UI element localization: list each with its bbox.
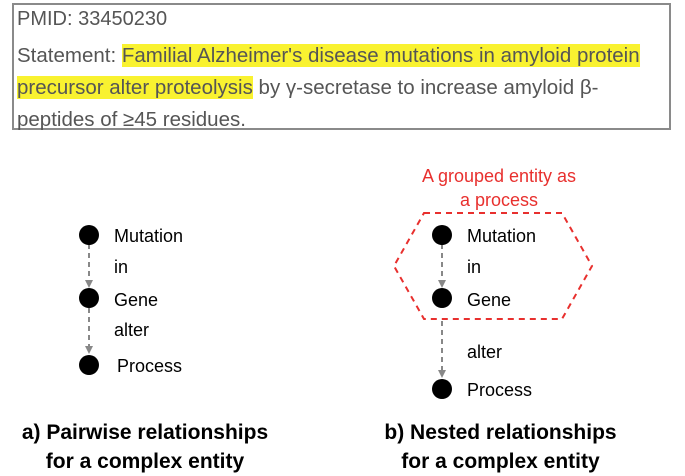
panel-a-label-process: Process xyxy=(117,356,183,376)
panel-a-node-gene xyxy=(79,288,99,308)
panel-a-caption: a) Pairwise relationships for a complex … xyxy=(0,418,290,476)
statement-box: PMID: 33450230 Statement: Familial Alzhe… xyxy=(12,3,671,131)
panel-b-node-gene xyxy=(432,288,452,308)
panel-a-caption-line2: for a complex entity xyxy=(45,450,245,473)
panel-a-graph xyxy=(79,225,99,375)
pmid-label: PMID: 33450230 xyxy=(17,8,168,30)
grouped-entity-title: A grouped entity as a process xyxy=(379,164,619,212)
grouped-entity-title-line2: a process xyxy=(459,190,539,210)
panel-b-graph xyxy=(392,212,594,399)
panel-b-label-alter: alter xyxy=(467,342,503,362)
panel-b-caption-line2: for a complex entity xyxy=(401,450,600,473)
panel-a-node-process xyxy=(79,355,99,375)
statement-prefix: Statement: xyxy=(17,44,122,67)
panel-a-node-mutation xyxy=(79,225,99,245)
panel-b-label-mutation: Mutation xyxy=(467,226,537,246)
panel-b-node-process xyxy=(432,379,452,399)
grouped-entity-hexagon xyxy=(392,212,594,320)
statement-text: Statement: Familial Alzheimer's disease … xyxy=(17,40,667,136)
panel-a-label-alter: alter xyxy=(114,320,150,340)
panel-a-caption-line1: a) Pairwise relationships xyxy=(21,421,269,444)
panel-a-label-gene: Gene xyxy=(114,290,159,310)
panel-a-label-in: in xyxy=(114,257,129,277)
panel-b-node-mutation xyxy=(432,225,452,245)
grouped-entity-title-line1: A grouped entity as xyxy=(421,166,577,186)
panel-b-label-gene: Gene xyxy=(467,290,512,310)
panel-b-label-in: in xyxy=(467,257,482,277)
panel-b-label-process: Process xyxy=(467,380,533,400)
panel-a-label-mutation: Mutation xyxy=(114,226,184,246)
panel-b-caption: b) Nested relationships for a complex en… xyxy=(358,418,643,476)
panel-b-caption-line1: b) Nested relationships xyxy=(384,421,617,444)
statement-rest: by γ-secretase to increase amyloid β-pep… xyxy=(17,76,599,131)
